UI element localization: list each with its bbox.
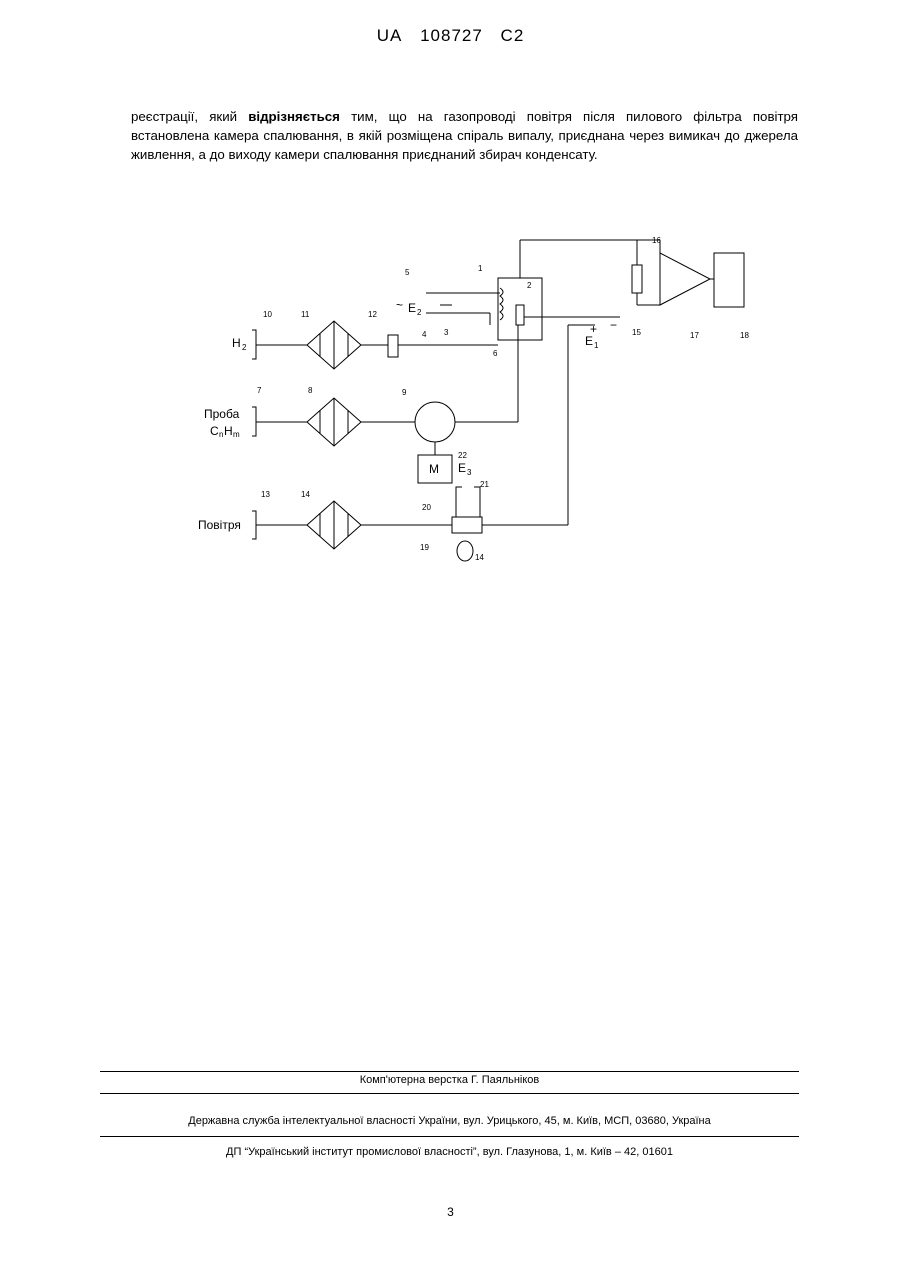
svg-text:16: 16: [652, 236, 661, 245]
claim-text-bold: відрізняється: [248, 109, 340, 124]
svg-text:21: 21: [480, 480, 489, 489]
document-kind: C2: [501, 26, 525, 45]
footer-typesetting: Комп'ютерна верстка Г. Паяльніков: [100, 1074, 799, 1086]
claim-text-before: реєстрації, який: [131, 109, 248, 124]
svg-text:1: 1: [478, 264, 483, 273]
svg-text:22: 22: [458, 451, 467, 460]
schematic-diagram: 10 11 12 7 8 9 13 14 20 19 14 21 22 5 1 …: [190, 225, 770, 575]
e2-label: E: [408, 301, 416, 315]
footer-rule-top: [100, 1071, 799, 1072]
e3-label: E: [458, 461, 466, 475]
svg-text:15: 15: [632, 328, 641, 337]
probe-label: Проба: [204, 407, 240, 421]
svg-text:2: 2: [527, 281, 532, 290]
svg-text:5: 5: [405, 268, 410, 277]
probe-formula-c: C: [210, 424, 219, 438]
svg-text:9: 9: [402, 388, 407, 397]
air-label: Повітря: [198, 518, 241, 532]
e3-subscript: 3: [467, 468, 472, 477]
svg-text:17: 17: [690, 331, 699, 340]
probe-formula-h: H: [224, 424, 233, 438]
motor-label: M: [429, 462, 439, 476]
ac-symbol: ~: [396, 298, 403, 312]
probe-formula-n: n: [219, 430, 223, 439]
footer-rule-middle: [100, 1093, 799, 1094]
svg-text:11: 11: [301, 310, 310, 319]
footer-service: Державна служба інтелектуальної власност…: [100, 1115, 799, 1127]
h2-subscript: 2: [242, 343, 247, 352]
svg-text:3: 3: [444, 328, 449, 337]
h2-label: H: [232, 336, 241, 350]
svg-text:19: 19: [420, 543, 429, 552]
svg-text:4: 4: [422, 330, 427, 339]
page-number: 3: [0, 1205, 901, 1219]
svg-text:18: 18: [740, 331, 749, 340]
svg-text:12: 12: [368, 310, 377, 319]
e1-subscript: 1: [594, 341, 599, 350]
svg-text:13: 13: [261, 490, 270, 499]
country-code: UA: [377, 26, 403, 45]
claim-paragraph: реєстрації, який відрізняється тим, що н…: [131, 107, 798, 164]
svg-text:7: 7: [257, 386, 262, 395]
footer-institute: ДП “Український інститут промислової вла…: [100, 1146, 799, 1158]
svg-text:14: 14: [301, 490, 310, 499]
e1-label: E: [585, 334, 593, 348]
plus-sign: +: [590, 322, 597, 336]
svg-text:10: 10: [263, 310, 272, 319]
e2-subscript: 2: [417, 308, 422, 317]
document-header: UA 108727 C2: [0, 26, 901, 46]
footer-rule-bottom: [100, 1136, 799, 1137]
svg-text:20: 20: [422, 503, 431, 512]
patent-number: 108727: [420, 26, 483, 45]
svg-text:6: 6: [493, 349, 498, 358]
minus-sign: −: [610, 318, 617, 332]
svg-text:14: 14: [475, 553, 484, 562]
probe-formula-m: m: [233, 430, 240, 439]
svg-text:8: 8: [308, 386, 313, 395]
